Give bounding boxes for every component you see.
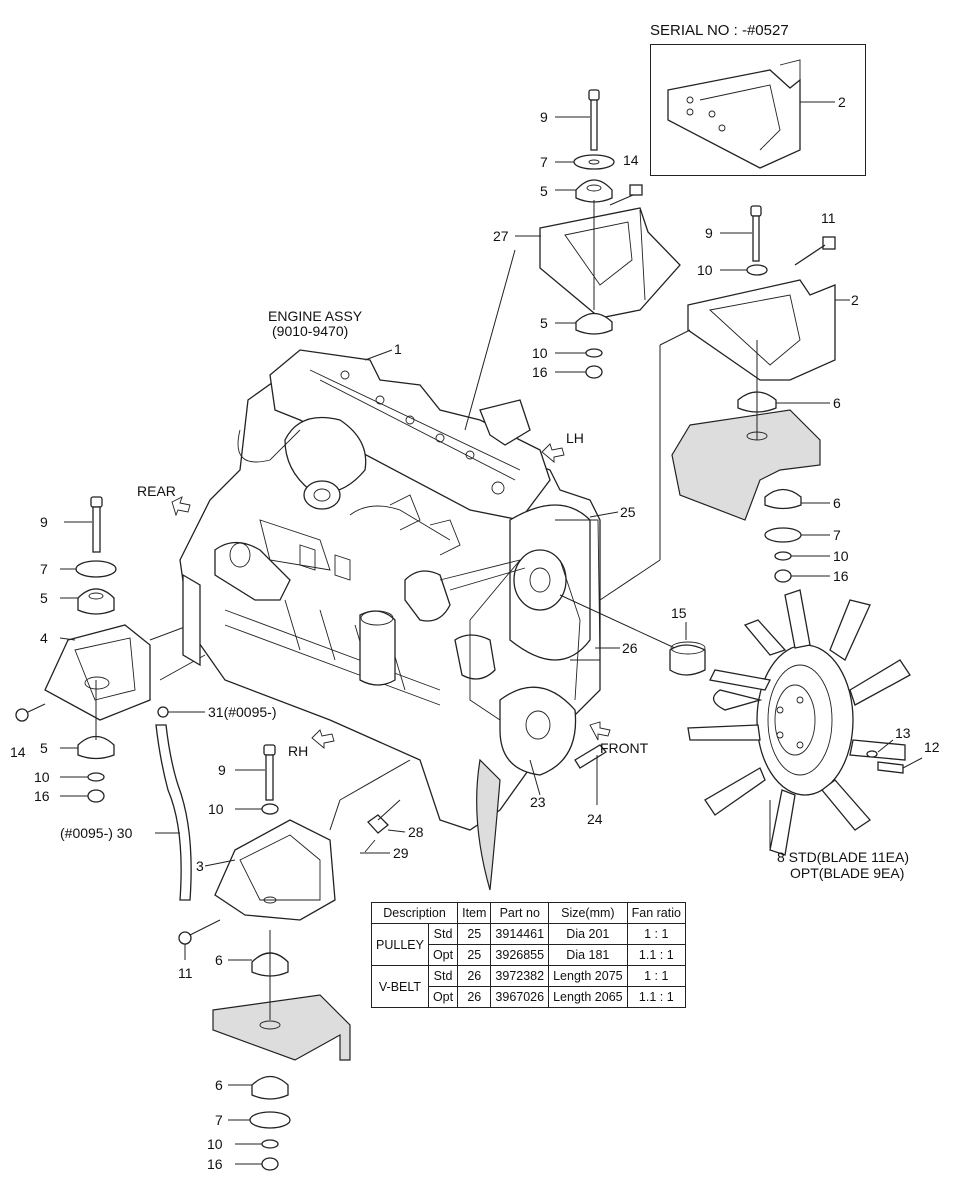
- svg-text:7: 7: [215, 1112, 223, 1128]
- pulley-belt-spec-table: Description Item Part no Size(mm) Fan ra…: [370, 902, 686, 1008]
- svg-text:6: 6: [833, 495, 841, 511]
- header-description: Description: [370, 902, 459, 924]
- header-item: Item: [457, 902, 492, 924]
- header-fan-ratio: Fan ratio: [626, 902, 686, 924]
- svg-text:10: 10: [532, 345, 548, 361]
- svg-text:10: 10: [833, 548, 849, 564]
- misc-parts: [360, 744, 607, 854]
- rear-label: REAR: [137, 483, 176, 499]
- svg-text:9: 9: [218, 762, 226, 778]
- svg-text:1: 1: [394, 341, 402, 357]
- group-pulley: PULLEY: [371, 923, 429, 966]
- table-row: PULLEY Std 25 3914461 Dia 201 1 : 1: [371, 923, 686, 966]
- right-mount-stack: [671, 205, 850, 583]
- svg-text:14: 14: [623, 152, 639, 168]
- svg-text:5: 5: [540, 315, 548, 331]
- svg-text:27: 27: [493, 228, 509, 244]
- fan-std-label: 8 STD(BLADE 11EA): [777, 849, 909, 865]
- hose-label: (#0095-) 30: [60, 825, 133, 841]
- rh-label: RH: [288, 743, 308, 759]
- svg-text:11: 11: [821, 210, 836, 226]
- table-row: Opt 26 3967026 Length 2065 1.1 : 1: [372, 986, 686, 1008]
- svg-text:10: 10: [697, 262, 713, 278]
- svg-text:16: 16: [833, 568, 849, 584]
- engine-assy-label: ENGINE ASSY: [268, 308, 363, 324]
- direction-arrows: [171, 443, 611, 749]
- front-arrow-icon: [589, 721, 611, 741]
- svg-text:2: 2: [838, 94, 846, 110]
- svg-text:10: 10: [208, 801, 224, 817]
- svg-text:6: 6: [215, 1077, 223, 1093]
- svg-text:24: 24: [587, 811, 603, 827]
- svg-text:16: 16: [207, 1156, 223, 1172]
- table-row: Opt 25 3926855 Dia 181 1.1 : 1: [372, 944, 686, 966]
- svg-text:23: 23: [530, 794, 546, 810]
- lh-arrow-icon: [541, 443, 565, 463]
- svg-text:5: 5: [540, 183, 548, 199]
- callout-labels: ENGINE ASSY (9010-9470) 1 REAR LH RH FRO…: [10, 94, 940, 1172]
- inset-bracket: [667, 59, 835, 169]
- top-mount-stack: [515, 89, 681, 379]
- header-size: Size(mm): [548, 902, 628, 924]
- serial-number-title: SERIAL NO : -#0527: [650, 22, 789, 39]
- svg-text:26: 26: [622, 640, 638, 656]
- svg-text:6: 6: [833, 395, 841, 411]
- svg-text:4: 4: [40, 630, 48, 646]
- fan-opt-label: OPT(BLADE 9EA): [790, 865, 904, 881]
- svg-text:28: 28: [408, 824, 424, 840]
- clamp-label: 31(#0095-): [208, 704, 277, 720]
- hose-and-clamp: [155, 573, 206, 901]
- svg-text:3: 3: [196, 858, 204, 874]
- svg-text:9: 9: [705, 225, 713, 241]
- svg-text:2: 2: [851, 292, 859, 308]
- svg-text:9: 9: [540, 109, 548, 125]
- svg-text:12: 12: [924, 739, 940, 755]
- left-mount-stack: [15, 496, 191, 803]
- table-row: V-BELT Std 26 3972382 Length 2075 1 : 1: [371, 965, 686, 1008]
- svg-text:16: 16: [34, 788, 50, 804]
- svg-text:29: 29: [393, 845, 409, 861]
- svg-text:7: 7: [540, 154, 548, 170]
- svg-text:25: 25: [620, 504, 636, 520]
- svg-text:5: 5: [40, 590, 48, 606]
- table-header-row: Description Item Part no Size(mm) Fan ra…: [370, 902, 686, 924]
- svg-text:9: 9: [40, 514, 48, 530]
- rear-arrow-icon: [171, 496, 191, 517]
- lh-label: LH: [566, 430, 584, 446]
- fan-assembly: [669, 589, 923, 856]
- svg-text:6: 6: [215, 952, 223, 968]
- svg-text:7: 7: [40, 561, 48, 577]
- engine-code-label: (9010-9470): [272, 323, 348, 339]
- svg-text:10: 10: [34, 769, 50, 785]
- svg-text:10: 10: [207, 1136, 223, 1152]
- engine-block: [179, 249, 691, 891]
- svg-text:16: 16: [532, 364, 548, 380]
- svg-text:13: 13: [895, 725, 911, 741]
- rh-arrow-icon: [311, 729, 335, 749]
- group-vbelt: V-BELT: [371, 965, 429, 1008]
- header-part-no: Part no: [490, 902, 550, 924]
- svg-text:11: 11: [178, 965, 193, 981]
- bottom-mount-stack: [178, 744, 411, 1171]
- svg-text:7: 7: [833, 527, 841, 543]
- svg-text:5: 5: [40, 740, 48, 756]
- svg-text:14: 14: [10, 744, 26, 760]
- svg-text:15: 15: [671, 605, 687, 621]
- front-label: FRONT: [600, 740, 649, 756]
- serial-inset-box: [650, 44, 866, 176]
